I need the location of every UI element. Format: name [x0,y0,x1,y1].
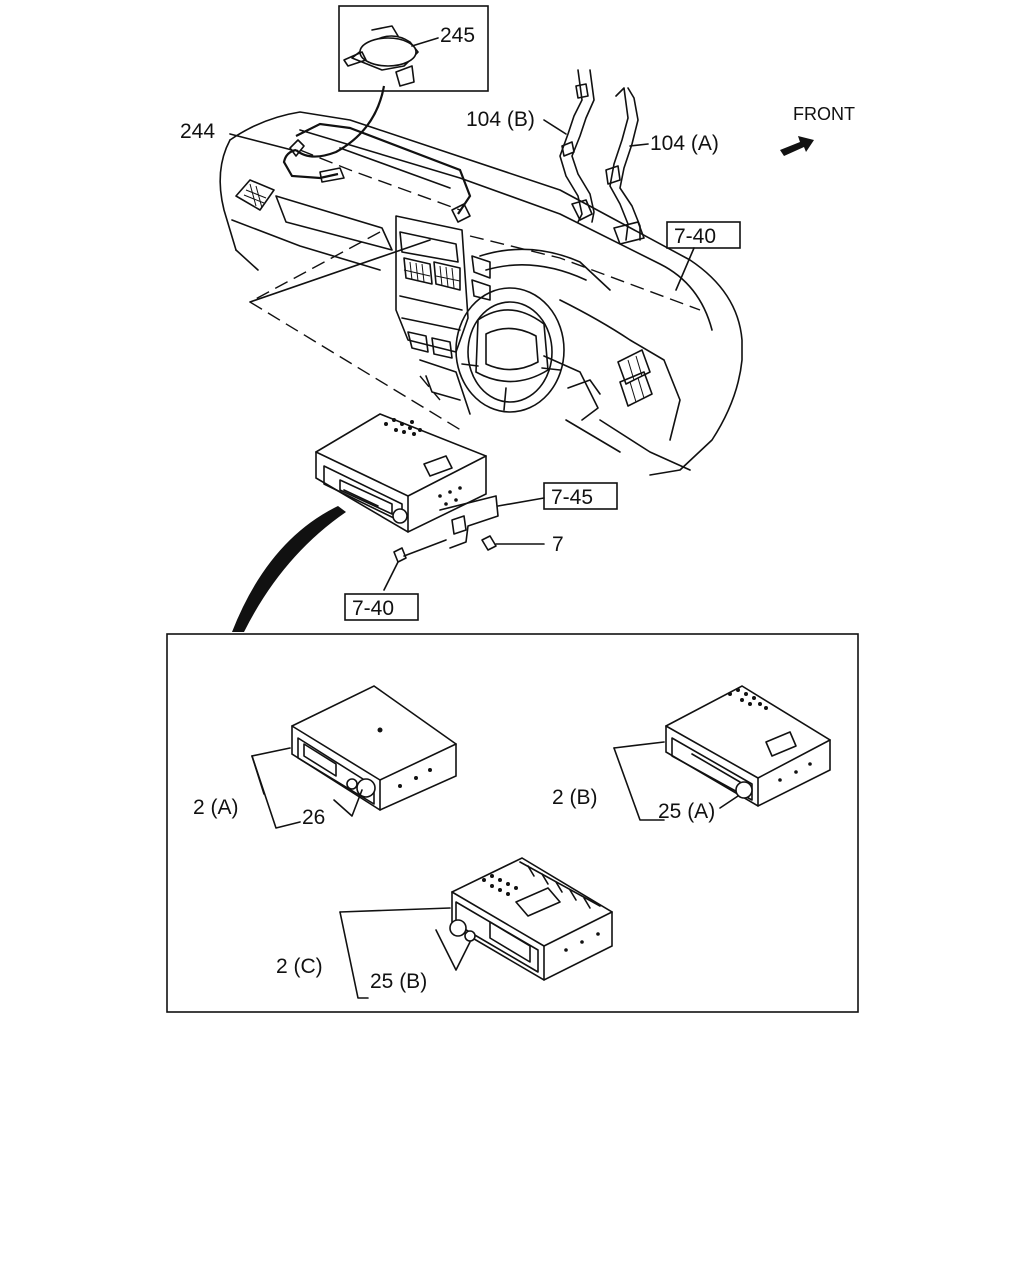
screw-7-40 [383,539,447,591]
label-front: FRONT [793,104,855,124]
label-ref-7-45: 7-45 [551,486,593,509]
radio-variant-2b [613,685,831,821]
label-part-7: 7 [552,533,564,556]
antenna-cable [295,85,386,158]
label-part-26: 26 [302,806,325,829]
label-ref-7-40-top: 7-40 [674,225,716,248]
radio-unit-installed [315,413,487,533]
label-part-25b: 25 (B) [370,970,427,993]
screw-7 [481,535,545,551]
part-245-detail [338,5,489,92]
bracket-7-45 [439,495,499,549]
radio-variant-2c [339,857,613,999]
label-part-244: 244 [180,120,215,143]
label-part-245: 245 [440,24,475,47]
ref-box-7-45 [497,482,618,510]
harness-104b [559,69,595,223]
ref-box-7-40-top [666,221,741,291]
label-part-25a: 25 (A) [658,800,715,823]
label-ref-7-40-bottom: 7-40 [352,597,394,620]
harness-104a [605,87,645,245]
label-part-2c: 2 (C) [276,955,323,978]
label-part-104a: 104 (A) [650,132,719,155]
label-part-104b: 104 (B) [466,108,535,131]
detail-callout-arrow [232,506,346,632]
radio-variant-2a [251,685,457,829]
label-part-2b: 2 (B) [552,786,598,809]
label-part-2a: 2 (A) [193,796,239,819]
instrument-panel [219,111,743,476]
ref-box-7-40-bottom [344,593,419,621]
front-arrow-icon [780,136,814,156]
